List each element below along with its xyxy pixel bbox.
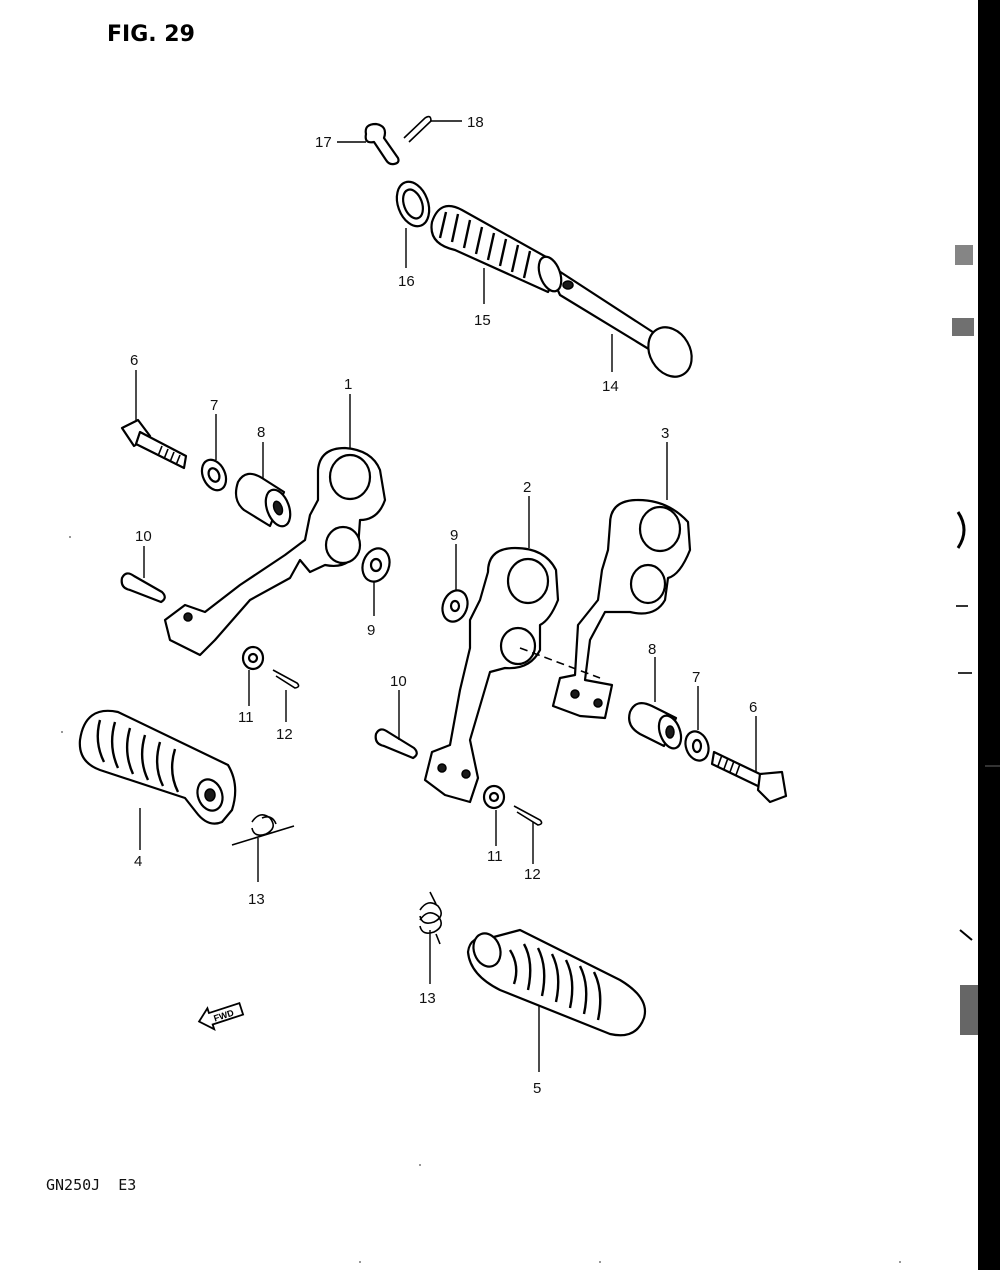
callout-10-right: 10: [390, 673, 407, 690]
callout-13-left: 13: [248, 891, 265, 908]
scan-specks: [61, 536, 901, 1263]
washer-part-7-right: [684, 730, 710, 762]
collar-part-8-left: [234, 472, 292, 528]
callout-7-left: 7: [210, 397, 218, 414]
rear-footrest-part-14: [543, 260, 693, 378]
callout-8-left: 8: [257, 424, 265, 441]
rear-footrest-rubber-part-15: [430, 204, 563, 294]
forward-direction-arrow: FWD: [197, 1002, 245, 1032]
cotter-pin-part-12-right: [513, 805, 543, 826]
collar-part-8-right: [628, 701, 683, 750]
pin-part-10-left: [120, 572, 166, 604]
pin-part-10-right: [374, 728, 418, 760]
cotter-pin-part-12-left: [272, 669, 300, 689]
bracket-part-2: [423, 546, 560, 804]
footrest-part-5: [466, 928, 647, 1037]
washer-part-16: [395, 180, 431, 228]
washer-part-11-right: [482, 784, 506, 810]
callout-2: 2: [523, 479, 531, 496]
bracket-part-1: [163, 446, 387, 657]
callout-14: 14: [602, 378, 619, 395]
callout-9-right: 9: [450, 527, 458, 544]
callout-15: 15: [474, 312, 491, 329]
callout-6-left: 6: [130, 352, 138, 369]
callout-8-right: 8: [648, 641, 656, 658]
callout-11-right: 11: [487, 848, 503, 865]
bracket-part-3: [551, 498, 692, 720]
bolt-part-6-left: [120, 418, 188, 470]
callout-7-right: 7: [692, 669, 700, 686]
callout-13-right: 13: [419, 990, 436, 1007]
callout-4: 4: [134, 853, 142, 870]
callout-1: 1: [344, 376, 352, 393]
callout-3: 3: [661, 425, 669, 442]
model-code: GN250J E3: [46, 1176, 136, 1194]
spring-part-13-right: [419, 891, 442, 945]
pin-part-17: [364, 122, 400, 166]
callout-11-left: 11: [238, 709, 254, 726]
callout-12-right: 12: [524, 866, 541, 883]
footrest-part-4: [78, 709, 237, 825]
figure-title: FIG. 29: [107, 22, 195, 47]
callout-12-left: 12: [276, 726, 293, 743]
callout-16: 16: [398, 273, 415, 290]
callout-17: 17: [315, 134, 332, 151]
washer-part-7-left: [200, 458, 228, 492]
washer-part-9-left: [361, 547, 391, 583]
callout-9-left: 9: [367, 622, 375, 639]
spring-part-13-left: [231, 814, 295, 846]
callout-6-right: 6: [749, 699, 757, 716]
callout-5: 5: [533, 1080, 541, 1097]
page-edge-bar: [978, 0, 1000, 1270]
cotter-pin-part-18: [403, 115, 432, 143]
bolt-part-6-right: [710, 750, 788, 804]
washer-part-9-right: [441, 589, 469, 623]
edge-scan-artifacts: [952, 245, 1000, 1035]
washer-part-11-left: [241, 645, 265, 671]
callout-18: 18: [467, 114, 484, 131]
callout-10-left: 10: [135, 528, 152, 545]
